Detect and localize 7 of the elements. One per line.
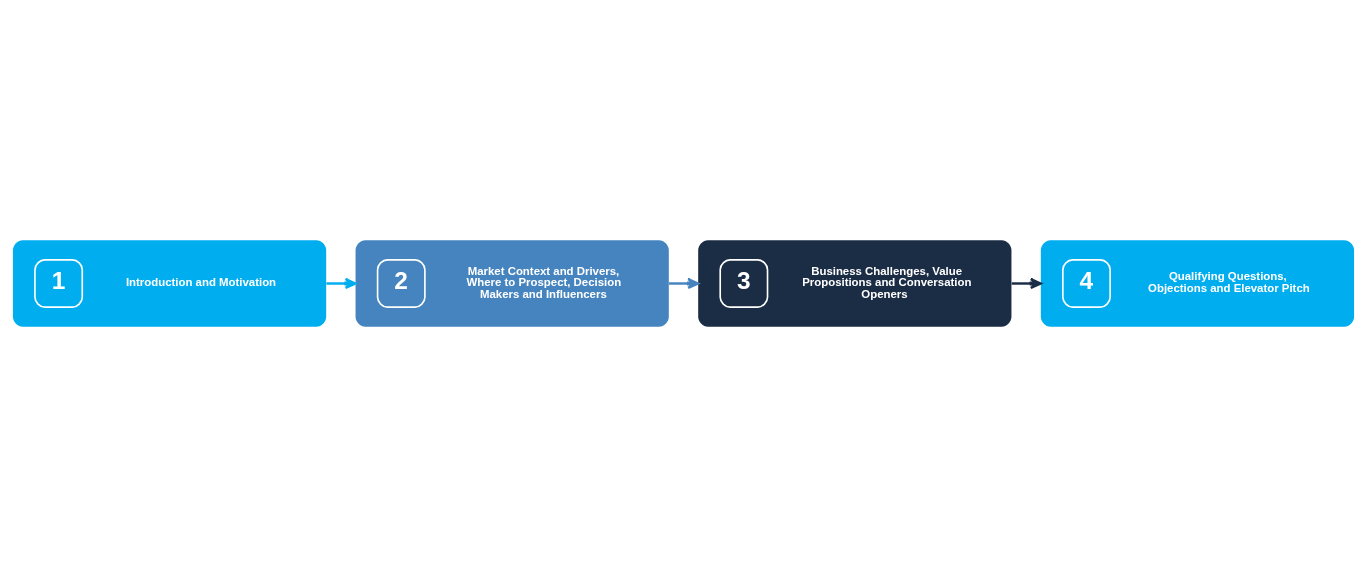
node-box: 3 Business Challenges, Value Propositions and Conversation Openers <box>698 240 1012 327</box>
arrow <box>669 277 700 290</box>
node-box: 4 Qualifying Questions, Objections and Elevator Pitch <box>1040 240 1355 327</box>
arrow <box>326 277 357 290</box>
node-box: 2 Market Context and Drivers, Where to Prospect, Decision Makers and Influencers <box>355 240 669 327</box>
node-box: 1 Introduction and Motivation <box>12 240 327 327</box>
arrow <box>1011 277 1042 290</box>
